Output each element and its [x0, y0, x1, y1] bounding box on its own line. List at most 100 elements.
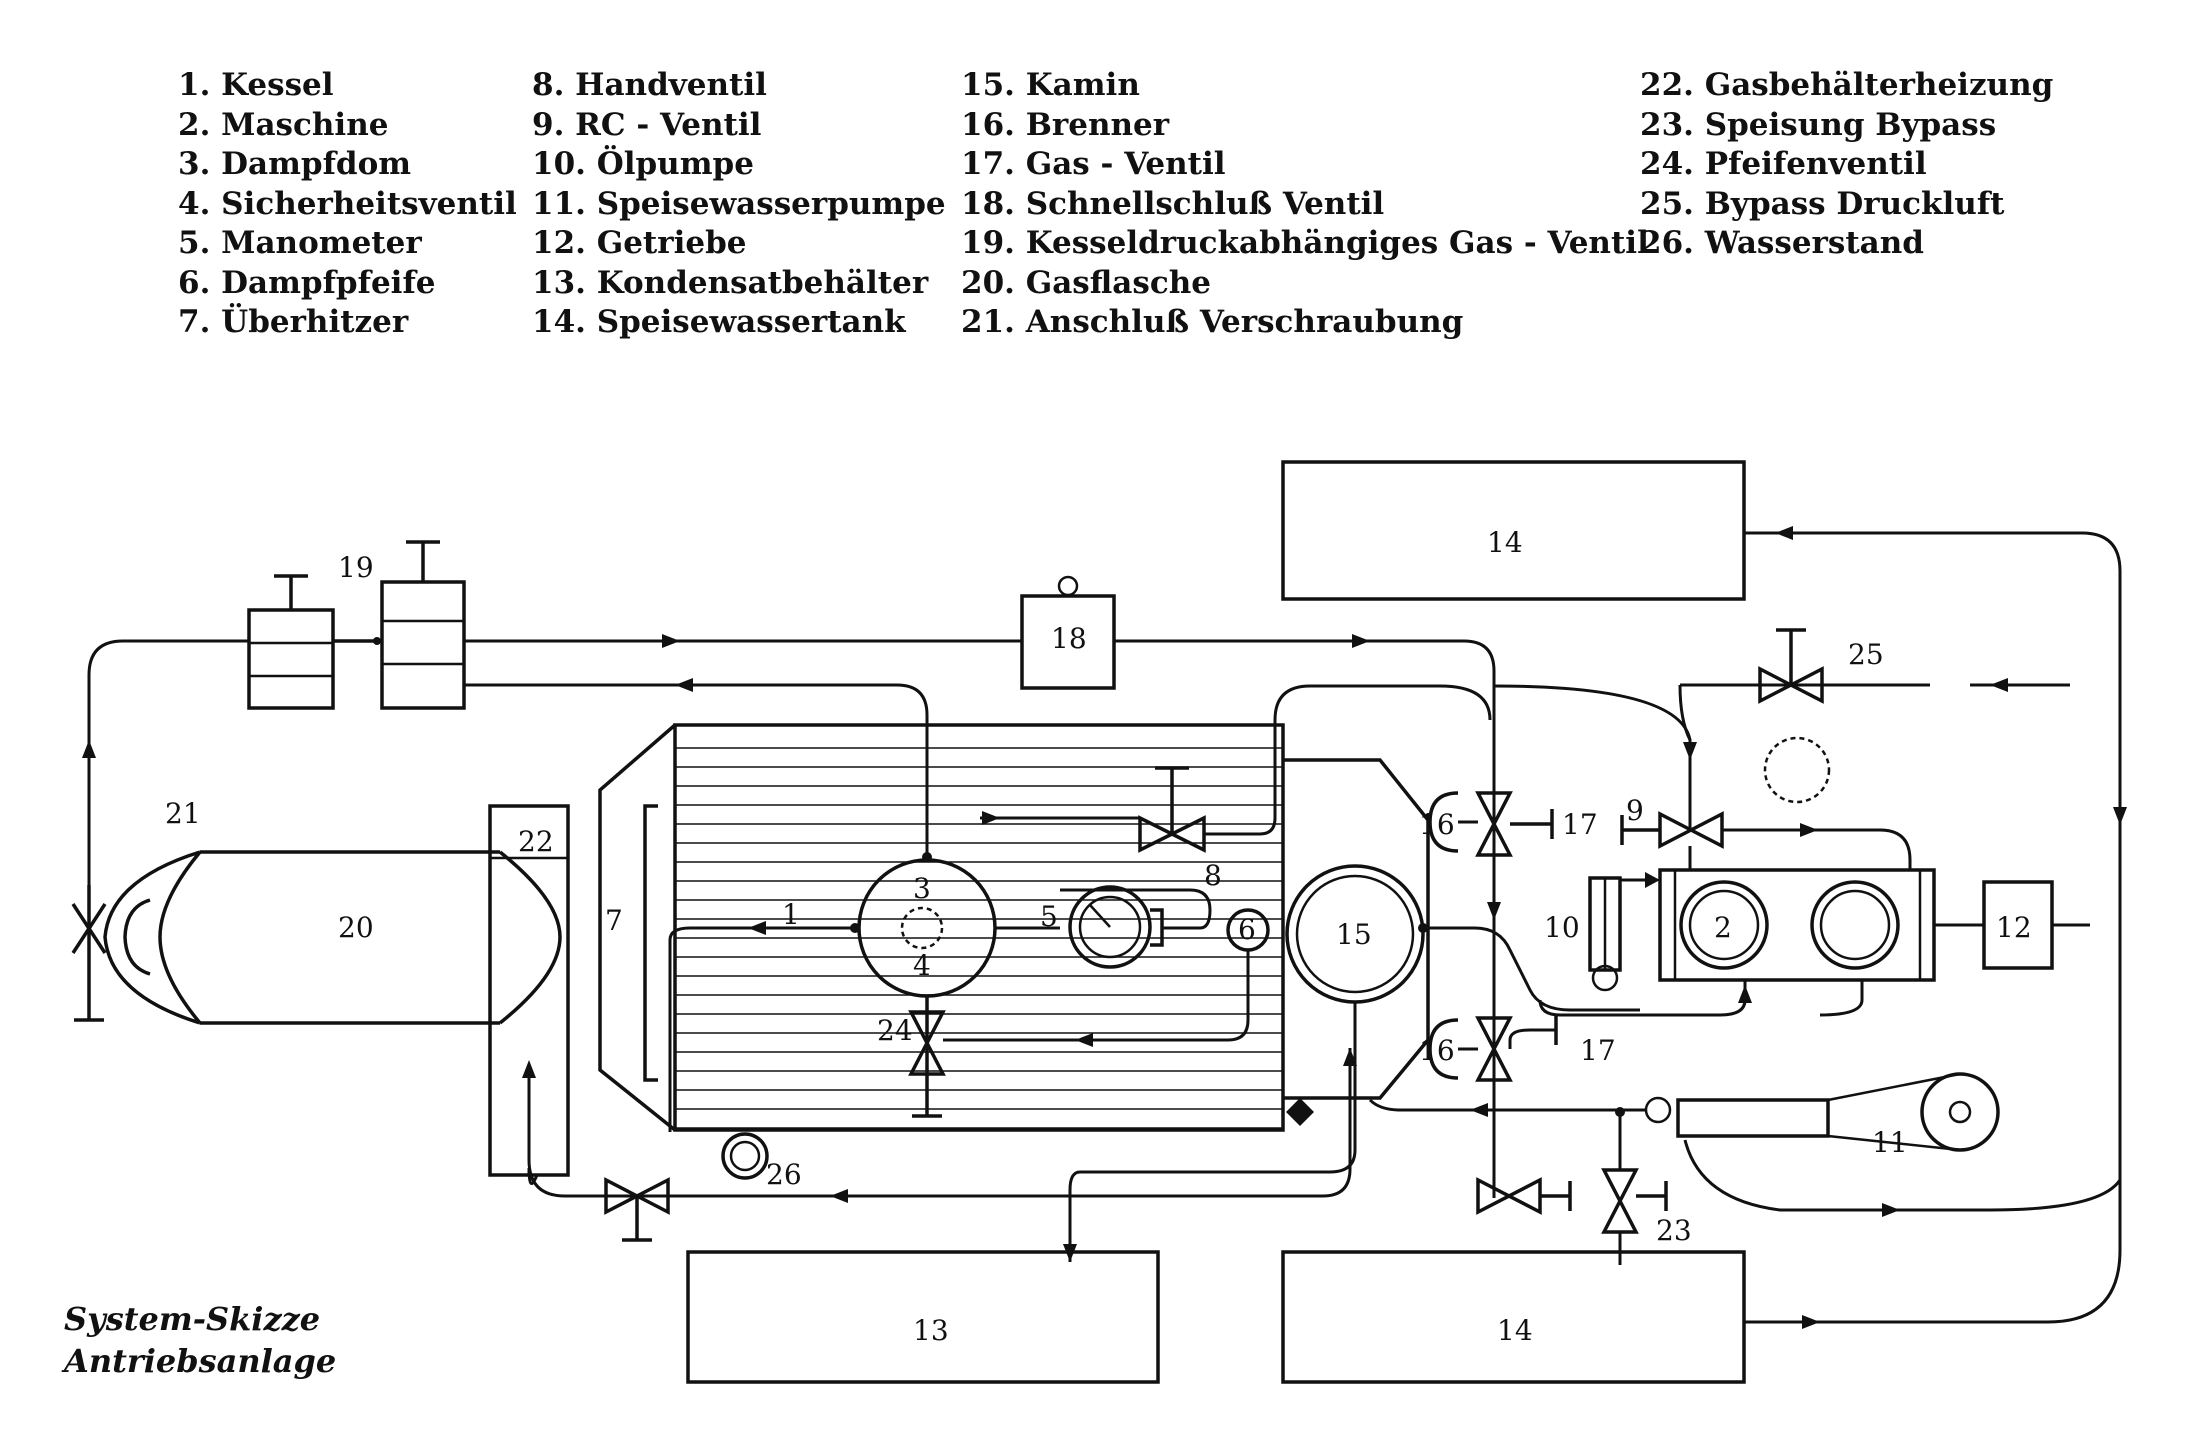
- label-11: 11: [1872, 1126, 1908, 1159]
- feedwater-pump-11: [1676, 1072, 2000, 1152]
- label-6: 6: [1238, 913, 1256, 946]
- boiler-top-valve: [1138, 766, 1206, 853]
- label-4: 4: [913, 949, 931, 982]
- legend-item: 10. Ölpumpe: [532, 146, 754, 182]
- label-26: 26: [766, 1158, 802, 1191]
- chimney-drain: [1068, 1002, 1357, 1262]
- caption-line-1: System-Skizze: [64, 1300, 321, 1338]
- label-21: 21: [165, 797, 201, 830]
- coupling-21: [71, 885, 107, 1022]
- legend-item: 26. Wasserstand: [1640, 225, 1924, 261]
- legend-item: 1. Kessel: [178, 67, 334, 103]
- condensate-tank-13: [686, 1250, 1160, 1384]
- boiler-1: [598, 723, 1430, 1132]
- legend-item: 22. Gasbehälterheizung: [1640, 67, 2054, 103]
- legend-item: 11. Speisewasserpumpe: [532, 185, 946, 222]
- manometer-5: [1068, 885, 1164, 969]
- feedwater-tank-14-top: [1281, 460, 1746, 601]
- valve-heater-return: [604, 1177, 670, 1242]
- label-14-bottom: 14: [1497, 1314, 1533, 1347]
- legend-item: 23. Speisung Bypass: [1640, 106, 1997, 143]
- legend-item: 8. Handventil: [532, 67, 767, 103]
- steam-line-to-engine: [1204, 684, 1492, 836]
- feedwater-main-line: [1744, 531, 2122, 1324]
- legend-item: 21. Anschluß Verschraubung: [961, 304, 1464, 340]
- engine-2: [1658, 868, 1936, 982]
- legend-item: 13. Kondensatbehälter: [532, 264, 929, 301]
- heater-return-line: [527, 1048, 1352, 1198]
- label-12: 12: [1996, 911, 2032, 944]
- gas-tank-20: [103, 850, 562, 1025]
- oil-pump-10: [1588, 876, 1622, 992]
- label-8: 8: [1204, 859, 1222, 892]
- legend-item: 18. Schnellschluß Ventil: [961, 185, 1385, 222]
- engine-exhaust: [1538, 980, 1747, 1017]
- legend-column-1: 1. Kessel 2. Maschine 3. Dampfdom 4. Sic…: [178, 66, 517, 343]
- bypass-merge: [1493, 684, 1692, 741]
- legend-item: 15. Kamin: [961, 67, 1140, 103]
- label-7: 7: [605, 904, 623, 937]
- label-20: 20: [338, 911, 374, 944]
- label-5: 5: [1040, 900, 1058, 933]
- label-16-top: 16: [1419, 808, 1455, 841]
- whistle-line: [943, 950, 1250, 1042]
- label-10: 10: [1544, 911, 1580, 944]
- boiler-feed-line: [668, 926, 855, 1132]
- engine-steam-line: [1423, 926, 1640, 1012]
- legend-item: 3. Dampfdom: [178, 146, 412, 182]
- gas-valve-17-bottom: [1475, 1015, 1558, 1082]
- legend-item: 6. Dampfpfeife: [178, 264, 436, 301]
- feed-bypass-23: [1601, 1168, 1668, 1234]
- legend-item: 17. Gas - Ventil: [961, 146, 1226, 182]
- legend-item: 4. Sicherheitsventil: [178, 185, 517, 222]
- legend-column-2: 8. Handventil 9. RC - Ventil 10. Ölpumpe…: [532, 66, 946, 343]
- label-3: 3: [913, 872, 931, 905]
- legend-column-3: 15. Kamin 16. Brenner 17. Gas - Ventil 1…: [961, 66, 1649, 343]
- hand-valve-line: [1060, 888, 1212, 930]
- rc-valve-line: [1722, 828, 1912, 870]
- label-17-bottom: 17: [1580, 1034, 1616, 1067]
- boiler-tubes: [676, 747, 1282, 1129]
- legend-item: 7. Überhitzer: [178, 304, 409, 340]
- gas-supply-line: [87, 639, 249, 927]
- gas-valve-bottom: [1476, 1177, 1572, 1215]
- label-25: 25: [1848, 638, 1884, 671]
- label-24: 24: [877, 1014, 913, 1047]
- water-level-26: [721, 1132, 769, 1180]
- label-17-top: 17: [1562, 808, 1598, 841]
- burner-16-bottom: [1428, 1018, 1459, 1080]
- legend-item: 25. Bypass Druckluft: [1640, 185, 2005, 222]
- label-13: 13: [913, 1314, 949, 1347]
- label-16-bottom: 16: [1419, 1034, 1455, 1067]
- label-22: 22: [518, 825, 554, 858]
- gas-valve-17-top: [1475, 791, 1554, 857]
- legend-item: 9. RC - Ventil: [532, 106, 762, 143]
- label-14-top: 14: [1487, 526, 1523, 559]
- label-2: 2: [1714, 911, 1732, 944]
- label-23: 23: [1656, 1214, 1692, 1247]
- legend-item: 24. Pfeifenventil: [1640, 146, 1927, 182]
- legend-item: 5. Manometer: [178, 225, 422, 261]
- caption-line-2: Antriebsanlage: [64, 1342, 337, 1380]
- rc-valve-9: [1620, 811, 1724, 849]
- whistle-valve-24: [908, 996, 946, 1118]
- legend-item: 12. Getriebe: [532, 225, 747, 261]
- gas-line-burners: [1114, 639, 1496, 1198]
- feedwater-boiler-line: [1368, 1098, 1646, 1112]
- wasserstand-gauge: [1763, 736, 1831, 804]
- bypass-drop: [1678, 684, 1692, 830]
- burner-16-top: [1428, 791, 1459, 853]
- engine-drain: [1819, 980, 1864, 1017]
- label-19: 19: [338, 551, 374, 584]
- legend-item: 19. Kesseldruckabhängiges Gas - Ventil: [961, 225, 1649, 261]
- legend-item: 2. Maschine: [178, 106, 389, 143]
- label-1: 1: [782, 898, 800, 931]
- legend-column-4: 22. Gasbehälterheizung 23. Speisung Bypa…: [1640, 66, 2053, 264]
- legend-item: 16. Brenner: [961, 106, 1170, 143]
- legend-item: 20. Gasflasche: [961, 264, 1211, 301]
- bypass-valve-25: [1758, 628, 1824, 704]
- label-15: 15: [1336, 918, 1372, 951]
- legend-item: 14. Speisewassertank: [532, 304, 906, 340]
- label-9: 9: [1626, 794, 1644, 827]
